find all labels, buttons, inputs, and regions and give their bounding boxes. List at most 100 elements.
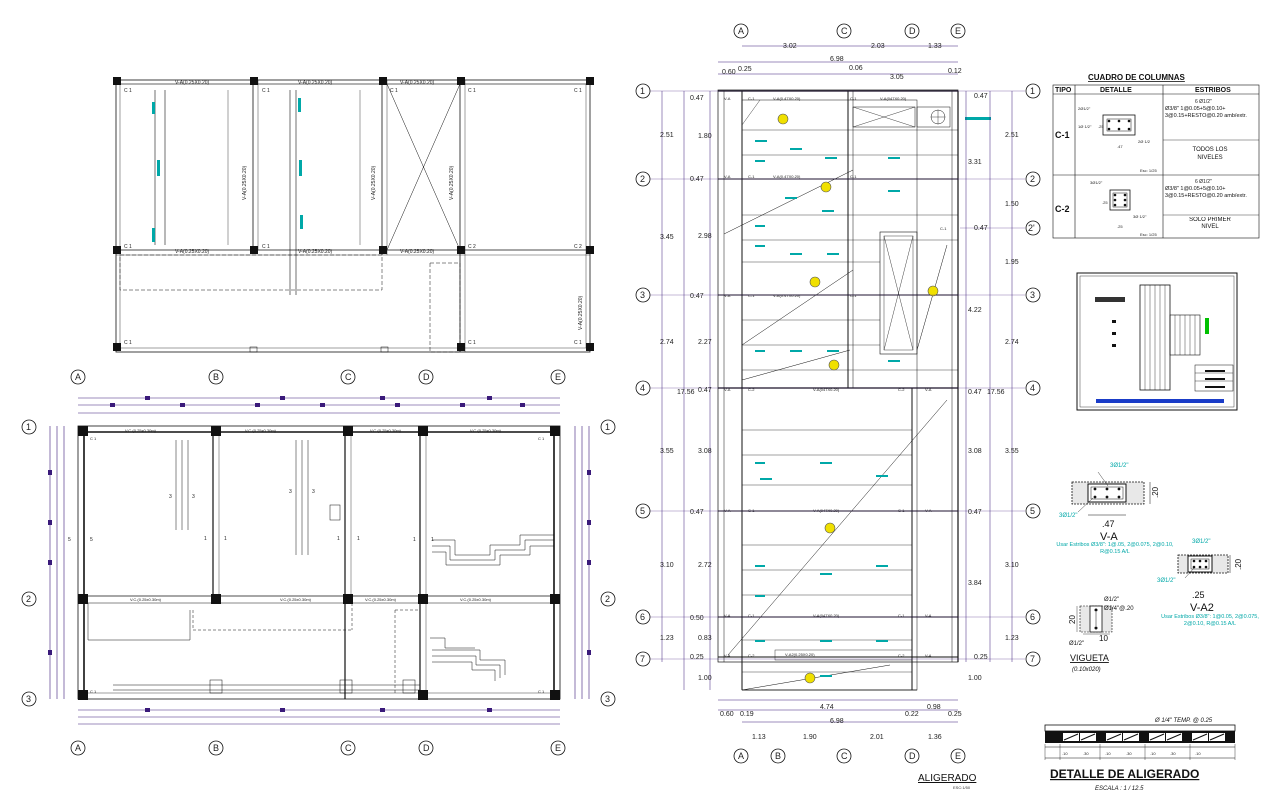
va2-section [1177,554,1231,579]
top-beam-label-3: V-A(0.25X0.20) [400,80,435,86]
dim-text: 3.10 [660,562,674,569]
col-c1-label: C-1 [748,508,755,513]
col-label: C 1 [90,436,97,441]
section-mark: 3 [312,489,315,495]
dim-text: 2.74 [660,339,674,346]
dim-text: 0.83 [698,635,712,642]
dim-total: 17.56 [677,389,695,396]
axis-label: 2 [26,594,31,604]
va2-name: V-A2 [1190,602,1214,614]
beam-label: V-A(0.47X0.20) [773,293,801,298]
dim-text: 1.95 [1005,259,1019,266]
col-c1-label: C-1 [748,96,755,101]
axis-label: 2 [605,594,610,604]
section-mark: 1 [413,537,416,543]
connection-detail [1076,272,1238,411]
va2-width: .25 [1192,590,1205,600]
dim-text: 0.47 [690,176,704,183]
va-section [1071,471,1151,516]
axis-label: A [738,26,744,36]
axis-label: C [841,751,848,761]
dim-text: .30 [1170,751,1176,756]
axis-label: 4 [640,383,645,393]
det-label: 1Ø 1/2" [1078,124,1092,129]
row-tipo: C-2 [1055,204,1070,214]
dim-text: 2.27 [698,339,712,346]
axis-label: B [213,372,219,382]
section-mark: 1 [357,536,360,542]
row-estribos: Ø3/8" 1@0.05+5@0.10+ 3@0.15+RESTO@0.20 a… [1165,186,1247,199]
dim-text: 0.47 [698,387,712,394]
bottom-left-plan [77,425,561,700]
vigueta-height: 20 [1068,615,1077,624]
va-label: V-A [925,508,932,513]
axis-label: C [345,372,352,382]
dim-text: 0.47 [968,509,982,516]
va-label: V-A [724,613,731,618]
aligerado-detail-title: DETALLE DE ALIGERADO [1050,767,1199,781]
col-label: C 1 [124,88,132,94]
top-beam-label-2: V-A(0.25X0.20) [298,80,333,86]
va-label: V-A [724,174,731,179]
dim-total: 17.56 [987,389,1005,396]
vc-beam-label: V.C.(0.25x0.30m) [280,597,312,602]
vigueta-width: 10 [1099,634,1108,643]
section-mark: 3 [192,494,195,500]
axis-label: 1 [640,86,645,96]
row-bars: 6 Ø1/2" [1195,99,1212,105]
row-tipo: C-1 [1055,130,1070,140]
row-esc: Esc: 1/25 [1140,232,1157,237]
col-label: C 1 [124,340,132,346]
column-detail-bars [1107,119,1131,207]
dim-text: 3.55 [1005,448,1019,455]
col-c2-label: C-2 [898,387,905,392]
axis-label: 4 [1030,383,1035,393]
dim-text: 3.10 [1005,562,1019,569]
aligerado-title: ALIGERADO [918,773,977,784]
axis-label: 2 [640,174,645,184]
top-left-plan [115,79,591,353]
axis-label: 2 [1030,174,1035,184]
axis-label: 6 [1030,612,1035,622]
dim-text: 6.98 [830,56,844,63]
axis-label: D [909,26,916,36]
va-height: .20 [1151,486,1160,498]
dim-text: 0.25 [738,66,752,73]
va2-note-box: Usar Estribos Ø3/8": 1@0.05, 2@0.075, 2@… [1161,614,1259,627]
va-label: V-A [724,653,731,658]
axis-label: C [345,743,352,753]
axis-label: 5 [640,506,645,516]
col-label: C 1 [468,340,476,346]
det-dim: .25 [1117,224,1123,229]
axis-label: 5 [1030,506,1035,516]
axis-label: B [213,743,219,753]
vigueta-name: VIGUETA [1070,653,1109,663]
beam-label: V-A(0.47X0.20) [773,96,801,101]
axis-label: 1 [26,422,31,432]
dim-text: 6.98 [830,718,844,725]
dim-text: 0.60 [722,69,736,76]
dim-text: 1.50 [1005,201,1019,208]
cuadro-title: CUADRO DE COLUMNAS [1088,73,1186,82]
va-width: .47 [1102,519,1115,529]
det-label: 3Ø1/2" [1090,180,1103,185]
axis-label: 1 [605,422,610,432]
beam-label: V-A(047X0.20) [813,387,840,392]
axis-label: D [909,751,916,761]
row-nivel-box: TODOS LOS NIVELES [1193,147,1228,161]
det-dim: .47 [1117,144,1123,149]
dim-text: 1.23 [1005,635,1019,642]
table-header: DETALLE [1100,87,1132,94]
axis-label: E [955,26,961,36]
dim-text: 3.05 [890,74,904,81]
axis-label: 2' [1028,223,1035,233]
bottom-plan-ticks [48,396,591,712]
dim-text: 1.80 [698,133,712,140]
col-c1-label: C-1 [898,613,905,618]
dim-text: 1.00 [968,675,982,682]
dim-text: 3.02 [783,43,797,50]
dim-text: .10 [1150,751,1156,756]
va-name: V-A [1100,531,1118,543]
vigueta-mid: Ø1/4"@.20 [1104,606,1134,612]
va-top-bars: 3Ø1/2" [1110,463,1128,469]
